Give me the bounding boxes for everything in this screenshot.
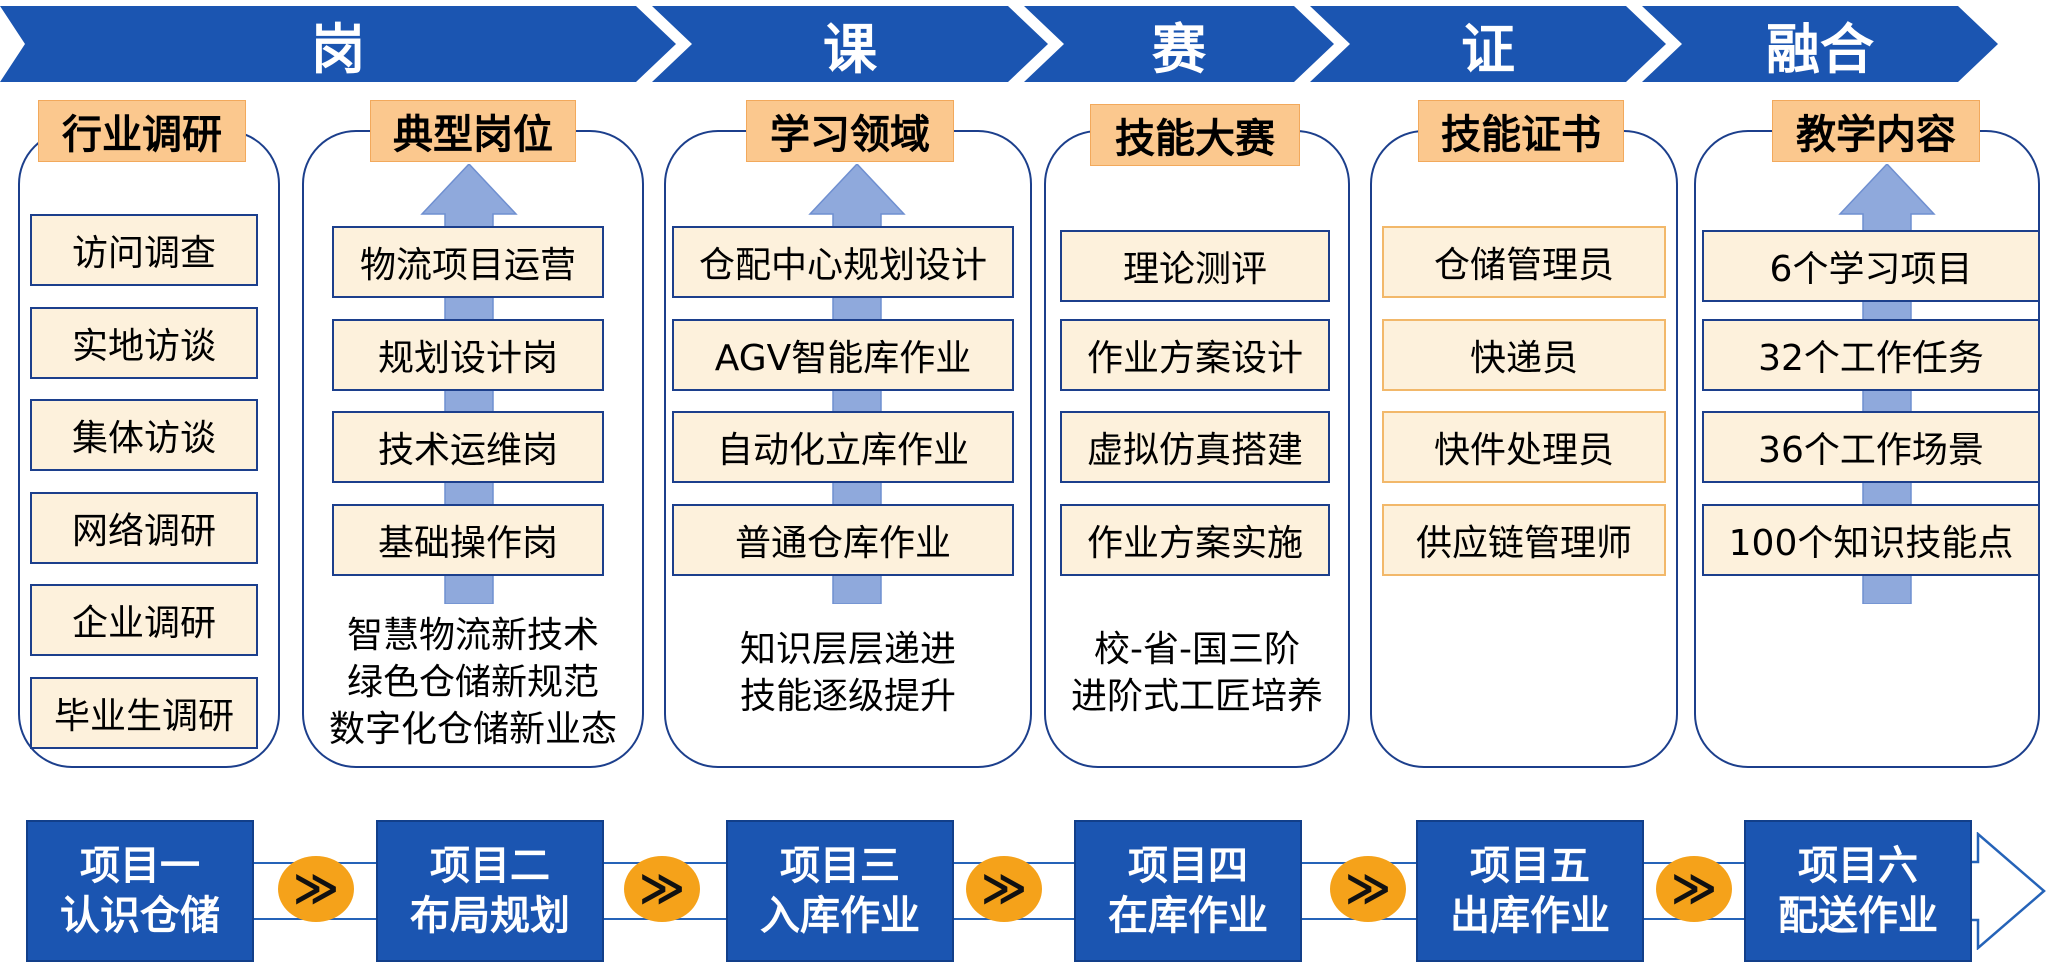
- project-6: 项目六配送作业: [1744, 820, 1972, 962]
- connector-bubble-3: ≫: [966, 856, 1042, 922]
- teaching-item: 32个工作任务: [1702, 319, 2040, 391]
- job-item: 物流项目运营: [332, 226, 604, 298]
- job-item: 基础操作岗: [332, 504, 604, 576]
- project-4-line1: 项目四: [1128, 843, 1248, 889]
- jobs-note-line: 智慧物流新技术: [346, 615, 599, 656]
- jobs-note: 智慧物流新技术 绿色仓储新规范 数字化仓储新业态: [312, 612, 634, 753]
- learning-note: 知识层层递进 技能逐级提升: [672, 626, 1024, 720]
- banner-ronghe-label: 融合: [1766, 17, 1874, 81]
- learning-item: 普通仓库作业: [672, 504, 1014, 576]
- project-5: 项目五出库作业: [1416, 820, 1644, 962]
- project-2-line1: 项目二: [430, 843, 550, 889]
- banner-ke: 课: [652, 6, 1048, 82]
- jobs-note-line: 绿色仓储新规范: [346, 662, 599, 703]
- header-research: 行业调研: [38, 100, 246, 162]
- connector-bubble-1: ≫: [278, 856, 354, 922]
- header-certificate: 技能证书: [1418, 100, 1624, 162]
- banner-sai: 赛: [1024, 6, 1334, 82]
- jobs-note-line: 数字化仓储新业态: [328, 709, 617, 750]
- project-4-line2: 在库作业: [1108, 893, 1268, 939]
- header-contest: 技能大赛: [1090, 104, 1300, 166]
- certificate-item: 仓储管理员: [1382, 226, 1666, 298]
- project-1-line2: 认识仓储: [60, 893, 220, 939]
- learning-item: 仓配中心规划设计: [672, 226, 1014, 298]
- project-3: 项目三入库作业: [726, 820, 954, 962]
- contest-item: 作业方案设计: [1060, 319, 1330, 391]
- project-6-line1: 项目六: [1798, 843, 1918, 889]
- header-teaching: 教学内容: [1772, 100, 1980, 162]
- learning-item: AGV智能库作业: [672, 319, 1014, 391]
- research-item: 网络调研: [30, 492, 258, 564]
- project-3-line1: 项目三: [780, 843, 900, 889]
- banner-ronghe: 融合: [1642, 6, 1998, 82]
- project-2-line2: 布局规划: [410, 893, 570, 939]
- research-item: 实地访谈: [30, 307, 258, 379]
- project-3-line2: 入库作业: [760, 893, 920, 939]
- project-5-line2: 出库作业: [1450, 893, 1610, 939]
- contest-item: 虚拟仿真搭建: [1060, 411, 1330, 483]
- certificate-item: 供应链管理师: [1382, 504, 1666, 576]
- research-item: 企业调研: [30, 584, 258, 656]
- banner-zheng: 证: [1310, 6, 1666, 82]
- contest-item: 理论测评: [1060, 230, 1330, 302]
- banner-zheng-label: 证: [1461, 17, 1515, 81]
- header-learning: 学习领域: [746, 100, 954, 162]
- arrow-head-icon: [1968, 832, 2046, 950]
- research-item: 毕业生调研: [30, 677, 258, 749]
- contest-item: 作业方案实施: [1060, 504, 1330, 576]
- banner-gang: 岗: [0, 6, 676, 82]
- project-2: 项目二布局规划: [376, 820, 604, 962]
- banner-ke-label: 课: [823, 17, 877, 81]
- teaching-item: 36个工作场景: [1702, 411, 2040, 483]
- project-4: 项目四在库作业: [1074, 820, 1302, 962]
- connector-bubble-4: ≫: [1330, 856, 1406, 922]
- learning-note-line: 知识层层递进: [739, 629, 956, 670]
- connector-bubble-5: ≫: [1656, 856, 1732, 922]
- project-1: 项目一认识仓储: [26, 820, 254, 962]
- banner-gang-label: 岗: [311, 17, 365, 81]
- contest-note-line: 进阶式工匠培养: [1070, 676, 1323, 717]
- learning-note-line: 技能逐级提升: [739, 676, 956, 717]
- research-item: 访问调查: [30, 214, 258, 286]
- learning-item: 自动化立库作业: [672, 411, 1014, 483]
- header-jobs: 典型岗位: [370, 100, 576, 162]
- contest-note-line: 校-省-国三阶: [1094, 629, 1300, 670]
- job-item: 技术运维岗: [332, 411, 604, 483]
- job-item: 规划设计岗: [332, 319, 604, 391]
- teaching-item: 100个知识技能点: [1702, 504, 2040, 576]
- research-item: 集体访谈: [30, 399, 258, 471]
- project-6-line2: 配送作业: [1778, 893, 1938, 939]
- connector-bubble-2: ≫: [624, 856, 700, 922]
- contest-note: 校-省-国三阶 进阶式工匠培养: [1044, 626, 1350, 720]
- banner-sai-label: 赛: [1152, 17, 1206, 81]
- certificate-item: 快件处理员: [1382, 411, 1666, 483]
- certificate-item: 快递员: [1382, 319, 1666, 391]
- teaching-item: 6个学习项目: [1702, 230, 2040, 302]
- project-1-line1: 项目一: [80, 843, 200, 889]
- project-5-line1: 项目五: [1470, 843, 1590, 889]
